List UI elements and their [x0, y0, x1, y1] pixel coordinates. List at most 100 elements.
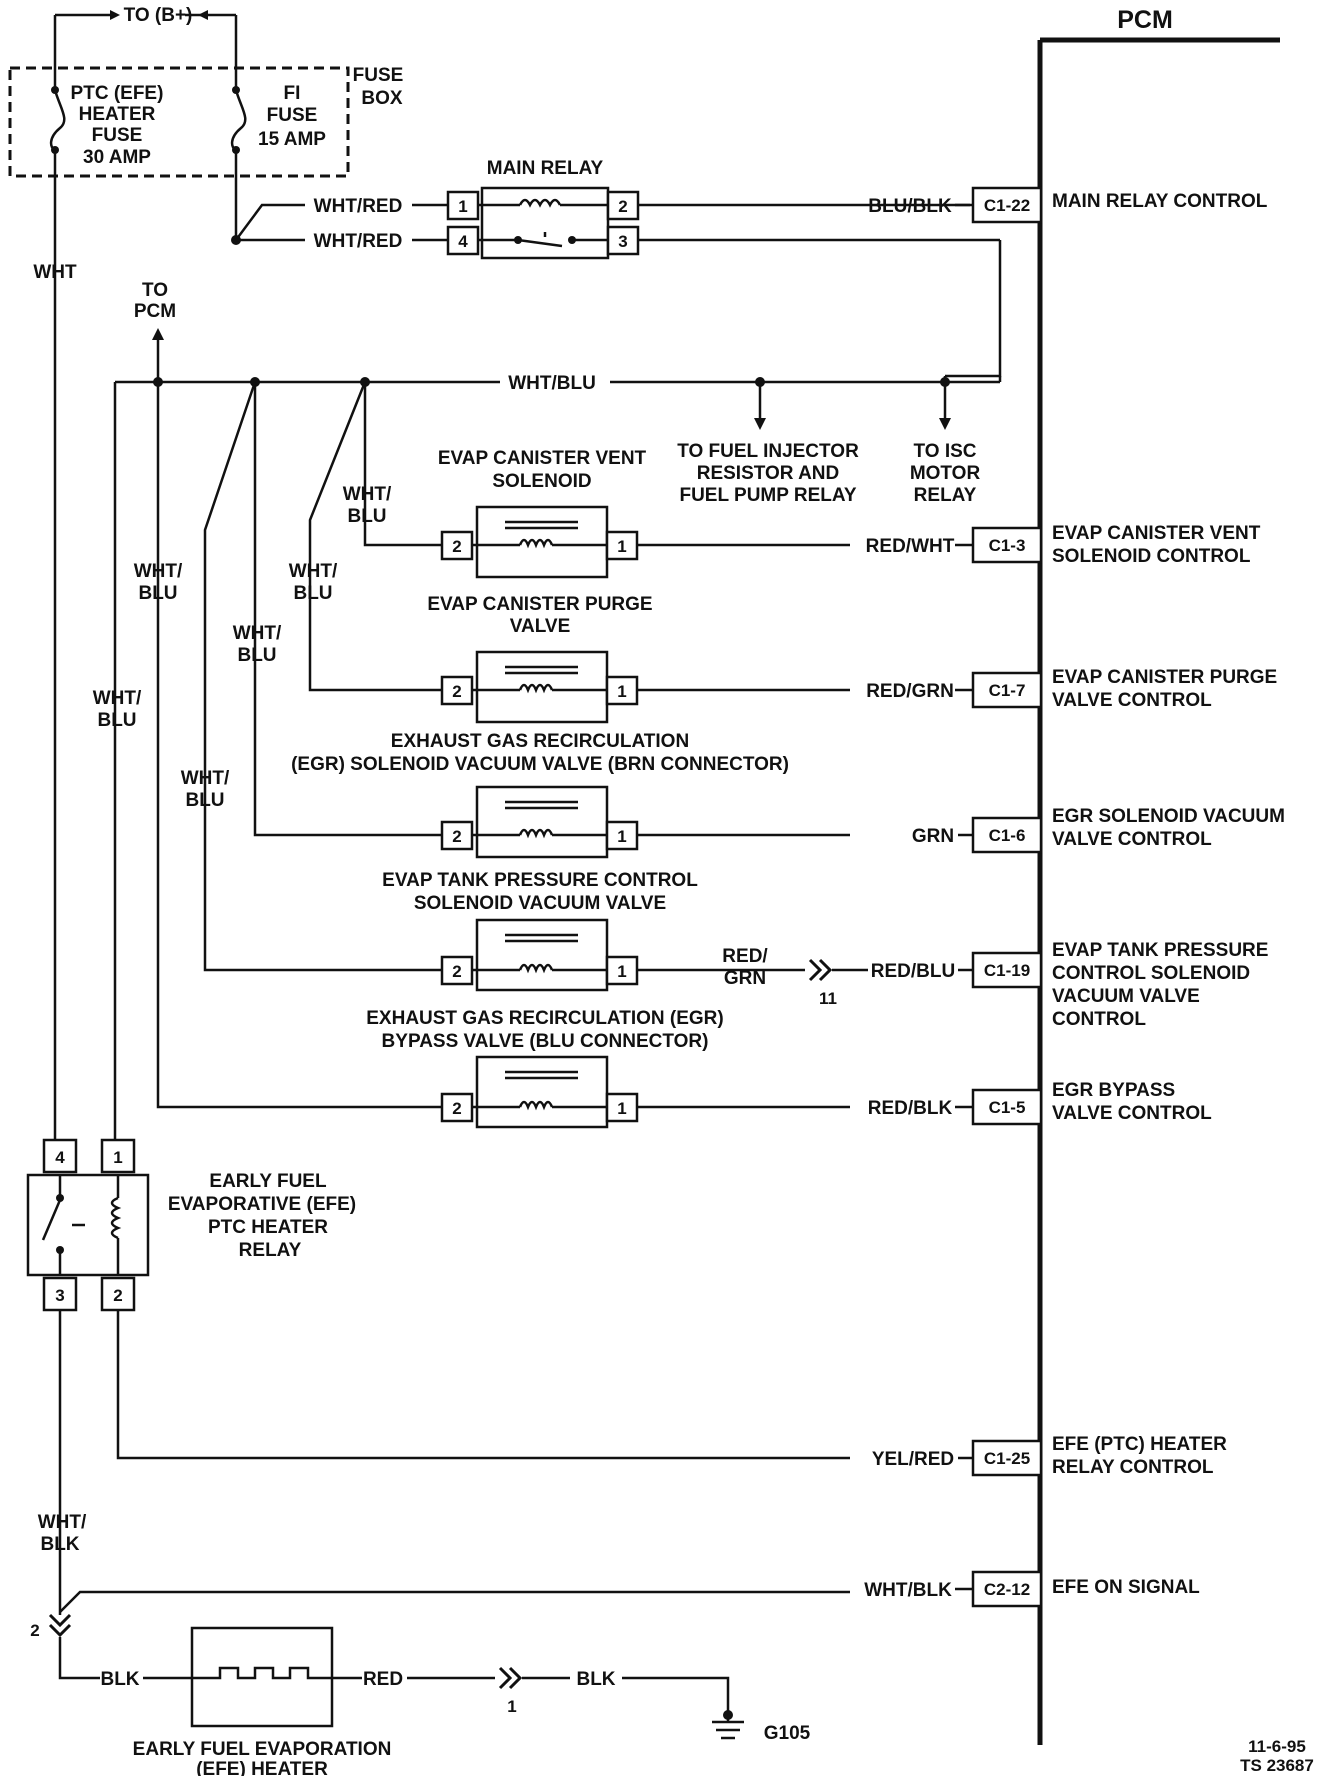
footer-date: 11-6-95: [1248, 1737, 1306, 1756]
to-injector-label: TO FUEL INJECTOR: [677, 441, 859, 462]
heater-blk-in: BLK: [100, 1669, 139, 1690]
svg-text:WHT/: WHT/: [343, 484, 392, 505]
connector-1: 1: [498, 1666, 523, 1716]
efe-heater-title: EARLY FUEL EVAPORATION: [133, 1739, 392, 1760]
svg-text:C1-3: C1-3: [989, 536, 1026, 555]
svg-text:FUSE: FUSE: [267, 105, 318, 126]
to-pcm-label: TO: [142, 280, 168, 301]
svg-text:C1-22: C1-22: [984, 196, 1030, 215]
svg-text:WHT/BLK: WHT/BLK: [864, 1580, 952, 1601]
svg-text:FUSE: FUSE: [353, 65, 404, 86]
svg-text:2: 2: [618, 197, 627, 216]
pcm-pin-c1-5: RED/BLK C1-5 EGR BYPASS VALVE CONTROL: [868, 1080, 1212, 1126]
svg-text:RED/WHT: RED/WHT: [866, 536, 955, 557]
pcm-pin-c1-7: RED/GRN C1-7 EVAP CANISTER PURGE VALVE C…: [866, 667, 1277, 711]
svg-text:BLU: BLU: [293, 583, 332, 604]
svg-text:EFE ON SIGNAL: EFE ON SIGNAL: [1052, 1577, 1200, 1598]
svg-text:C1-25: C1-25: [984, 1449, 1030, 1468]
svg-text:C1-19: C1-19: [984, 961, 1030, 980]
svg-text:PTC HEATER: PTC HEATER: [208, 1217, 328, 1238]
svg-text:EVAP CANISTER PURGE: EVAP CANISTER PURGE: [1052, 667, 1277, 688]
svg-text:BOX: BOX: [361, 88, 403, 109]
svg-text:15 AMP: 15 AMP: [258, 129, 326, 150]
pcm-pin-c1-19: RED/BLU C1-19 EVAP TANK PRESSURE CONTROL…: [871, 940, 1269, 1030]
svg-text:GRN: GRN: [912, 826, 954, 847]
svg-text:BLU/BLK: BLU/BLK: [868, 196, 952, 217]
wht-blk-label: WHT/: [38, 1512, 87, 1533]
evap-canister-purge-valve: EVAP CANISTER PURGE VALVE 2 1: [427, 594, 653, 724]
svg-text:BLU: BLU: [237, 645, 276, 666]
svg-text:VALVE CONTROL: VALVE CONTROL: [1052, 690, 1212, 711]
svg-text:11: 11: [819, 989, 837, 1008]
heater-red-out: RED: [363, 1669, 403, 1690]
svg-text:FUSE: FUSE: [92, 125, 143, 146]
svg-text:EVAP TANK PRESSURE: EVAP TANK PRESSURE: [1052, 940, 1268, 961]
svg-text:EGR BYPASS: EGR BYPASS: [1052, 1080, 1175, 1101]
svg-text:EVAP CANISTER VENT: EVAP CANISTER VENT: [1052, 523, 1261, 544]
svg-text:CONTROL SOLENOID: CONTROL SOLENOID: [1052, 963, 1250, 984]
svg-text:EVAP CANISTER PURGE: EVAP CANISTER PURGE: [427, 594, 652, 615]
wire-wht-red-1: WHT/RED: [314, 196, 403, 217]
svg-text:1: 1: [458, 197, 467, 216]
svg-text:1: 1: [617, 962, 626, 981]
svg-text:VACUUM VALVE: VACUUM VALVE: [1052, 986, 1200, 1007]
svg-text:VALVE CONTROL: VALVE CONTROL: [1052, 829, 1212, 850]
svg-text:RED/BLK: RED/BLK: [868, 1098, 953, 1119]
svg-text:EVAPORATIVE (EFE): EVAPORATIVE (EFE): [168, 1194, 356, 1215]
svg-text:BLU: BLU: [185, 790, 224, 811]
svg-text:(EGR) SOLENOID VACUUM VALVE (B: (EGR) SOLENOID VACUUM VALVE (BRN CONNECT…: [291, 754, 789, 775]
svg-text:HEATER: HEATER: [79, 104, 156, 125]
svg-text:FUEL PUMP RELAY: FUEL PUMP RELAY: [679, 485, 856, 506]
to-b-plus-label: TO (B+): [124, 5, 193, 26]
svg-text:GRN: GRN: [724, 968, 766, 989]
svg-text:VALVE: VALVE: [510, 616, 571, 637]
svg-text:4: 4: [55, 1148, 65, 1167]
svg-text:3: 3: [55, 1286, 64, 1305]
footer-code: TS 23687: [1240, 1756, 1314, 1775]
svg-text:2: 2: [452, 827, 461, 846]
pcm-pin-c1-3: RED/WHT C1-3 EVAP CANISTER VENT SOLENOID…: [866, 523, 1261, 567]
svg-text:C1-5: C1-5: [989, 1098, 1026, 1117]
svg-text:WHT/: WHT/: [289, 561, 338, 582]
svg-text:WHT: WHT: [33, 262, 77, 283]
supply-b-plus: TO (B+): [53, 5, 238, 80]
svg-text:BYPASS VALVE (BLU CONNECTOR): BYPASS VALVE (BLU CONNECTOR): [382, 1031, 709, 1052]
pcm-pin-c1-25: YEL/RED C1-25 EFE (PTC) HEATER RELAY CON…: [872, 1434, 1227, 1478]
svg-text:BLK: BLK: [40, 1534, 79, 1555]
svg-text:EGR SOLENOID VACUUM: EGR SOLENOID VACUUM: [1052, 806, 1285, 827]
svg-text:MOTOR: MOTOR: [910, 463, 981, 484]
svg-text:RELAY CONTROL: RELAY CONTROL: [1052, 1457, 1214, 1478]
wire-wht-red-4: WHT/RED: [314, 231, 403, 252]
main-relay-title: MAIN RELAY: [487, 158, 604, 179]
ground-icon: [712, 1710, 744, 1740]
evap-canister-vent-solenoid: EVAP CANISTER VENT SOLENOID 2 1: [438, 448, 647, 579]
svg-text:2: 2: [452, 537, 461, 556]
svg-text:2: 2: [113, 1286, 122, 1305]
svg-text:2: 2: [30, 1621, 39, 1640]
pcm-title: PCM: [1117, 6, 1173, 34]
svg-text:EVAP TANK PRESSURE CONTROL: EVAP TANK PRESSURE CONTROL: [382, 870, 698, 891]
main-relay: MAIN RELAY 1 2 4 3: [446, 158, 640, 260]
fi-fuse-label: FI: [284, 83, 301, 104]
svg-text:30 AMP: 30 AMP: [83, 147, 151, 168]
svg-text:WHT/: WHT/: [93, 688, 142, 709]
bus-wire-label: WHT/BLU: [508, 373, 596, 394]
svg-text:2: 2: [452, 682, 461, 701]
svg-text:BLU: BLU: [347, 506, 386, 527]
svg-text:4: 4: [458, 232, 468, 251]
svg-text:RELAY: RELAY: [914, 485, 977, 506]
svg-text:2: 2: [452, 1099, 461, 1118]
svg-text:C2-12: C2-12: [984, 1580, 1030, 1599]
svg-text:BLU: BLU: [97, 710, 136, 731]
svg-text:WHT/: WHT/: [181, 768, 230, 789]
to-isc-label: TO ISC: [914, 441, 977, 462]
svg-text:VALVE CONTROL: VALVE CONTROL: [1052, 1103, 1212, 1124]
svg-text:YEL/RED: YEL/RED: [872, 1449, 954, 1470]
efe-relay-title: EARLY FUEL: [209, 1171, 327, 1192]
svg-text:SOLENOID: SOLENOID: [492, 471, 591, 492]
fuse-box: FUSE BOX: [8, 65, 404, 178]
svg-text:1: 1: [617, 537, 626, 556]
svg-text:MAIN RELAY CONTROL: MAIN RELAY CONTROL: [1052, 191, 1268, 212]
ptc-fuse-label: PTC (EFE): [71, 83, 164, 104]
